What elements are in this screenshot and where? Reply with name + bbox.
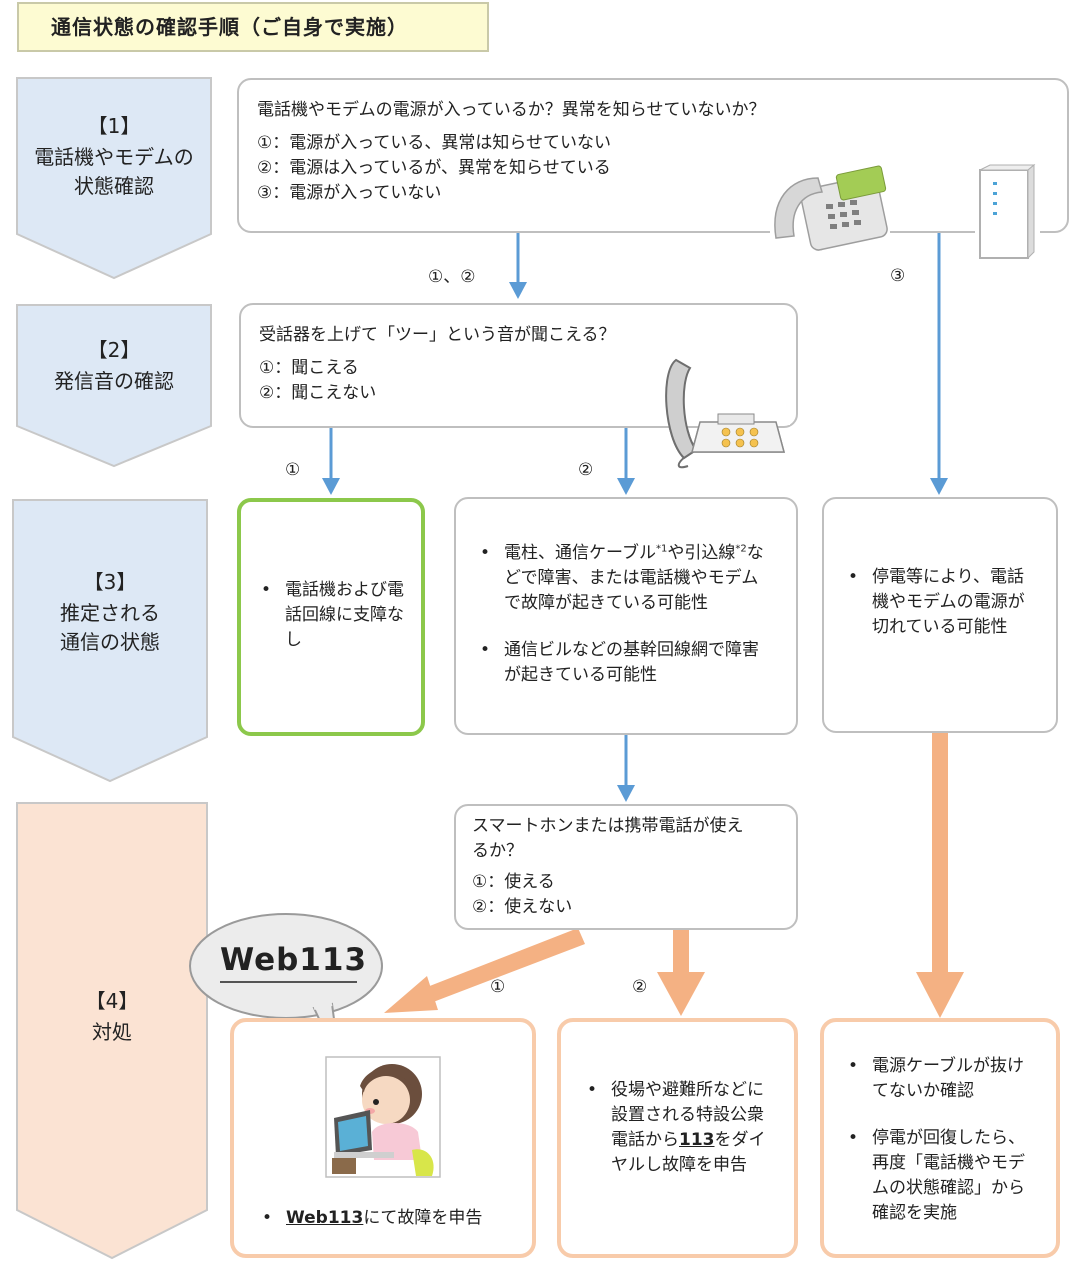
question-1-option-3: ③：電源が入っていない (257, 183, 442, 203)
action-recheck-text: 停電が回復したら、再度「電話機やモデムの状態確認」から確認を実施 (842, 1126, 1034, 1226)
label-q1-to-q2: ①、② (428, 267, 476, 287)
action-cable-text: 電源ケーブルが抜けてないか確認 (842, 1054, 1034, 1104)
label-q1-to-power: ③ (890, 266, 906, 286)
step-2-label: 【2】 発信音の確認 (54, 338, 174, 393)
question-3-option-2: ②：使えない (472, 897, 573, 917)
question-2-option-1: ①：聞こえる (259, 358, 359, 378)
step-1-chevron (16, 77, 212, 280)
action-payphone-text: 役場や避難所などに設置される特設公衆電話から113をダイヤルし故障を申告 (581, 1078, 778, 1178)
blue-arrows (322, 232, 948, 802)
label-q2-ng: ② (578, 460, 594, 480)
status-ok-box: 電話機および電話回線に支障なし (237, 498, 425, 736)
page-title: 通信状態の確認手順（ご自身で実施） (17, 2, 489, 52)
label-q3-ok: ① (490, 977, 506, 997)
person-laptop-icon-top (325, 1056, 441, 1178)
handset-phone-icon-top (665, 358, 785, 460)
status-fault-b: 通信ビルなどの基幹回線網で障害が起きている可能性 (474, 638, 774, 688)
step-2-chevron (16, 304, 212, 468)
action-web-text: Web113にて故障を申告 (256, 1206, 522, 1231)
question-2-option-2: ②：聞こえない (259, 383, 377, 403)
question-2-box: 受話器を上げて「ツー」という音が聞こえる？ ①：聞こえる ②：聞こえない (239, 303, 798, 428)
status-power-text: 停電等により、電話機やモデムの電源が切れている可能性 (842, 565, 1026, 640)
web113-link[interactable]: Web113 (286, 1208, 364, 1228)
modem-icon-top (979, 163, 1036, 260)
question-2-text: 受話器を上げて「ツー」という音が聞こえる？ (259, 325, 616, 345)
status-ok-text: 電話機および電話回線に支障なし (255, 578, 407, 653)
icon-redraw (665, 163, 1036, 460)
question-1-text: 電話機やモデムの電源が入っているか？異常を知らせていないか？ (257, 100, 766, 120)
status-fault-a: 電柱、通信ケーブル*1や引込線*2などで障害、または電話機やモデムで故障が起きて… (474, 541, 774, 616)
office-phone-icon-top (774, 165, 888, 251)
status-power-box: 停電等により、電話機やモデムの電源が切れている可能性 (822, 497, 1058, 733)
question-1-box: 電話機やモデムの電源が入っているか？異常を知らせていないか？ ①：電源が入ってい… (237, 78, 1069, 233)
step-4-chevron (16, 802, 208, 1260)
question-1-option-2: ②：電源は入っているが、異常を知らせている (257, 158, 611, 178)
step-4-label: 【4】 対処 (85, 989, 139, 1044)
label-q2-ok: ① (285, 460, 301, 480)
step-1-label: 【1】 電話機やモデムの 状態確認 (34, 113, 194, 198)
orange-arrows (384, 730, 964, 1018)
label-q3-ng: ② (632, 977, 648, 997)
step-3-chevron (12, 499, 208, 783)
speech-bubble-text: Web113 (220, 942, 368, 978)
action-payphone-box: 役場や避難所などに設置される特設公衆電話から113をダイヤルし故障を申告 (557, 1018, 798, 1258)
question-3-box: スマートホンまたは携帯電話が使え るか？ ①：使える ②：使えない (454, 804, 798, 930)
question-1-option-1: ①：電源が入っている、異常は知らせていない (257, 133, 612, 153)
question-3-option-1: ①：使える (472, 872, 555, 892)
action-power-box: 電源ケーブルが抜けてないか確認 停電が回復したら、再度「電話機やモデムの状態確認… (820, 1018, 1060, 1258)
step-3-label: 【3】 推定される 通信の状態 (60, 569, 160, 654)
status-fault-box: 電柱、通信ケーブル*1や引込線*2などで障害、または電話機やモデムで故障が起きて… (454, 497, 798, 735)
question-3-text-1: スマートホンまたは携帯電話が使え (472, 816, 744, 836)
question-3-text-2: るか？ (472, 841, 523, 861)
